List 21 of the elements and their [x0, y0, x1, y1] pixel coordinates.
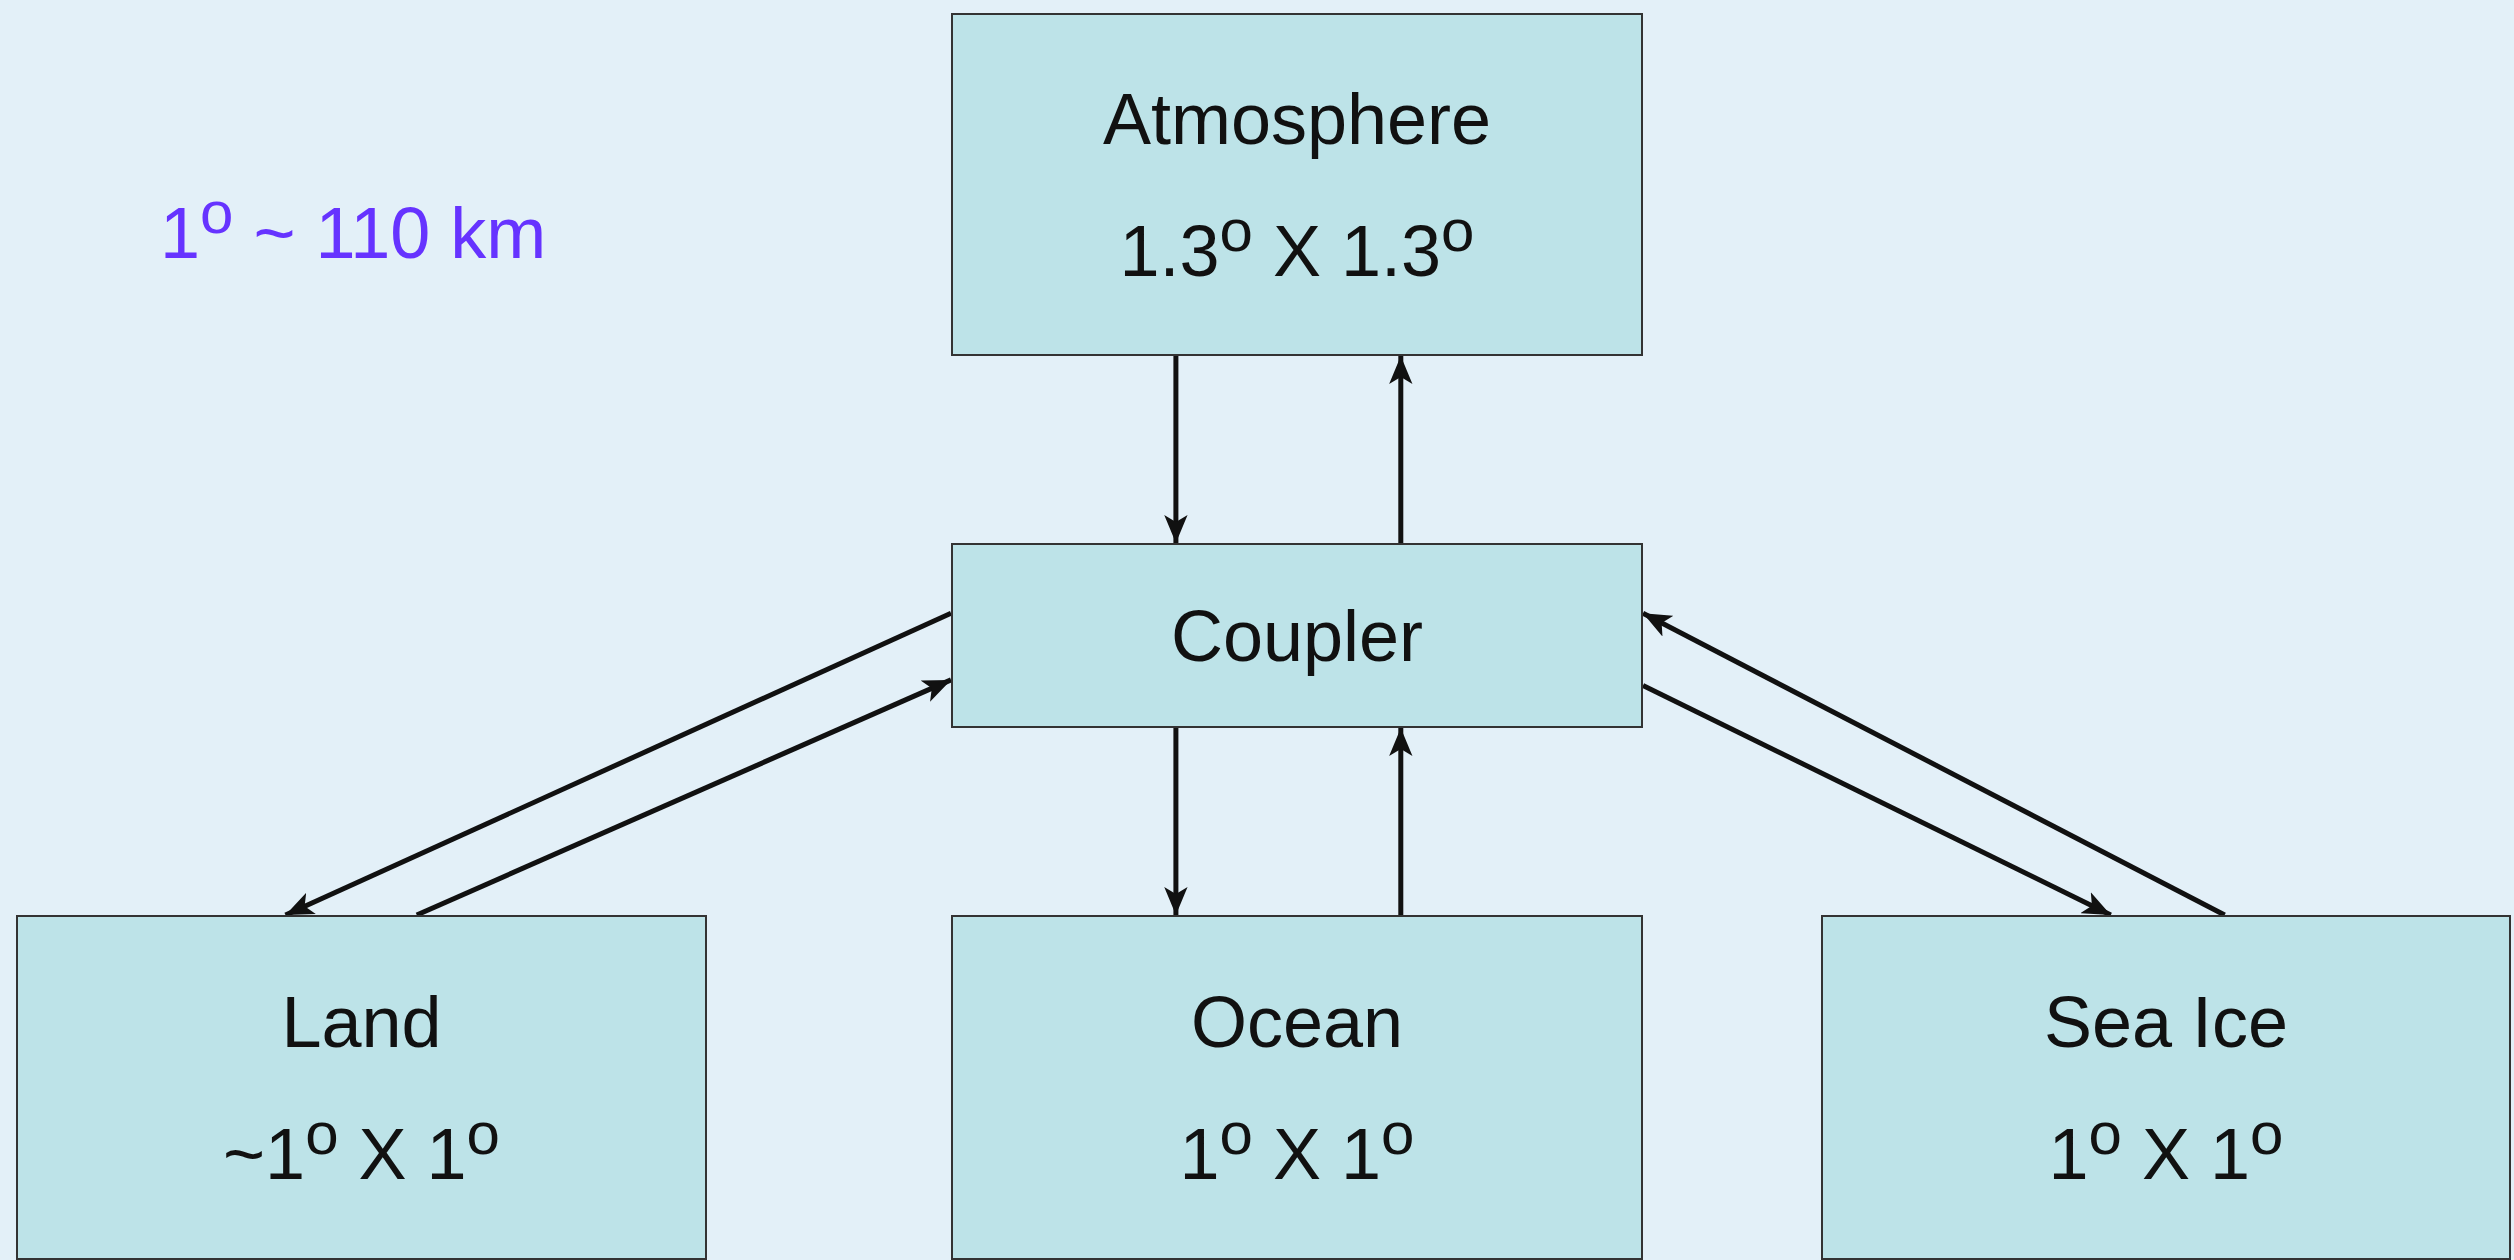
scale-note: 1$^{o}$ ~ 110 km	[160, 178, 547, 274]
component-name: Land	[281, 980, 442, 1064]
arrow	[284, 611, 953, 918]
grid-resolution: 1.3$^{o}$ X 1.3$^{o}$	[1119, 195, 1475, 293]
component-box	[16, 915, 707, 1260]
component-box	[1821, 915, 2511, 1260]
grid-resolution: ~1$^{o}$ X 1$^{o}$	[223, 1098, 500, 1196]
component-name: Sea Ice	[2043, 980, 2289, 1064]
component-name: Ocean	[1190, 980, 1404, 1064]
arrow	[1164, 356, 1188, 543]
component-box	[951, 13, 1643, 356]
grid-resolution: 1$^{o}$ X 1$^{o}$	[1179, 1098, 1415, 1196]
arrow	[1389, 728, 1413, 915]
component-name: Coupler	[1170, 594, 1424, 678]
grid-resolution: 1$^{o}$ X 1$^{o}$	[2048, 1098, 2284, 1196]
arrow	[1164, 728, 1188, 915]
component-name: Atmosphere	[1102, 77, 1492, 161]
component-box	[951, 915, 1643, 1260]
arrow	[1389, 356, 1413, 543]
component-box	[951, 543, 1643, 728]
arrow	[415, 677, 952, 918]
